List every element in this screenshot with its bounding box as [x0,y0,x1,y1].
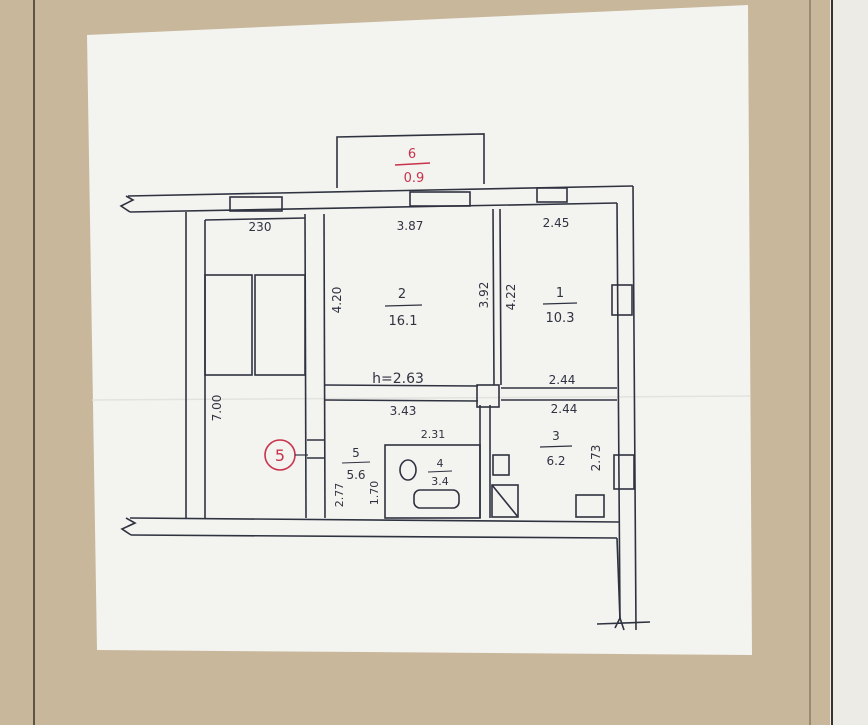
room5-number: 5 [352,446,360,460]
chimney-block [476,384,500,408]
plan-drawing [119,133,651,631]
window-room1-side [611,284,633,316]
kitchen-cabinet-diagonal [491,484,519,518]
window-stairs [229,196,283,212]
dim-room2-width: 3.87 [397,219,424,233]
balcony-fraction-line [394,162,431,166]
sink [492,454,510,476]
wall-room2-room1-b [499,208,502,386]
outer-wall-bottom [129,517,621,523]
balcony-number: 6 [408,147,416,162]
room2-area: 16.1 [389,314,418,329]
room3-fraction-line [539,445,573,448]
page-edge-right [830,0,868,725]
room4-area: 3.4 [431,475,449,488]
bathtub [413,489,460,509]
break-marks-left [119,195,137,536]
balcony-outline [336,133,485,188]
outer-wall-bottom-outer [130,534,618,539]
room1-fraction-line [542,302,578,305]
room1-area: 10.3 [546,311,575,326]
dim-stair-width: 230 [249,220,272,234]
stair-wall-right-outer [323,213,326,519]
dim-room1-depth: 4.22 [504,284,518,311]
dim-room2-depth-right: 3.92 [477,282,491,309]
room4-fraction-line [427,470,453,473]
dim-room1-width: 2.45 [543,216,570,230]
paper-sheet [87,5,752,655]
outer-wall-right [632,185,637,631]
room3-area: 6.2 [546,454,565,468]
ceiling-height: h=2.63 [372,371,424,387]
kitchen-cabinet [491,484,519,518]
toilet [399,459,417,481]
window-room1 [536,187,568,203]
room2-fraction-line [384,304,423,307]
room5-area: 5.6 [346,468,365,482]
stair-treads [204,274,306,376]
break-mark-bottom [596,615,651,631]
dim-bath-width: 2.31 [421,428,446,441]
wall-hall-top [323,399,479,402]
wall-return [616,537,621,621]
wall-room2-room1 [492,208,495,386]
room3-number: 3 [552,429,560,443]
dim-bath-depth: 1.70 [368,481,381,506]
stove [575,494,605,518]
dim-kitchen-width: 2.44 [551,402,578,416]
dim-hall-length: 3.43 [390,404,417,418]
room4-number: 4 [437,457,444,470]
wall-room2-bottom [323,384,479,387]
dim-kitchen-depth: 2.73 [589,445,603,472]
window-kitchen [613,454,635,490]
dim-stair-depth: 7.00 [210,395,224,422]
apartment-marker-number: 5 [275,446,285,465]
dim-room2-depth: 4.20 [330,287,344,314]
dim-hall-depth: 2.77 [333,483,346,508]
room2-number: 2 [398,287,406,302]
stair-top [204,217,306,221]
outer-wall-right-inner [616,202,621,621]
balcony-area: 0.9 [404,171,425,186]
outer-wall-top-inner [129,202,618,213]
window-room2 [409,191,471,207]
room1-number: 1 [556,286,564,301]
paper-fold [91,395,751,401]
room5-fraction-line [341,461,371,464]
dim-room1-width-bottom: 2.44 [549,373,576,387]
